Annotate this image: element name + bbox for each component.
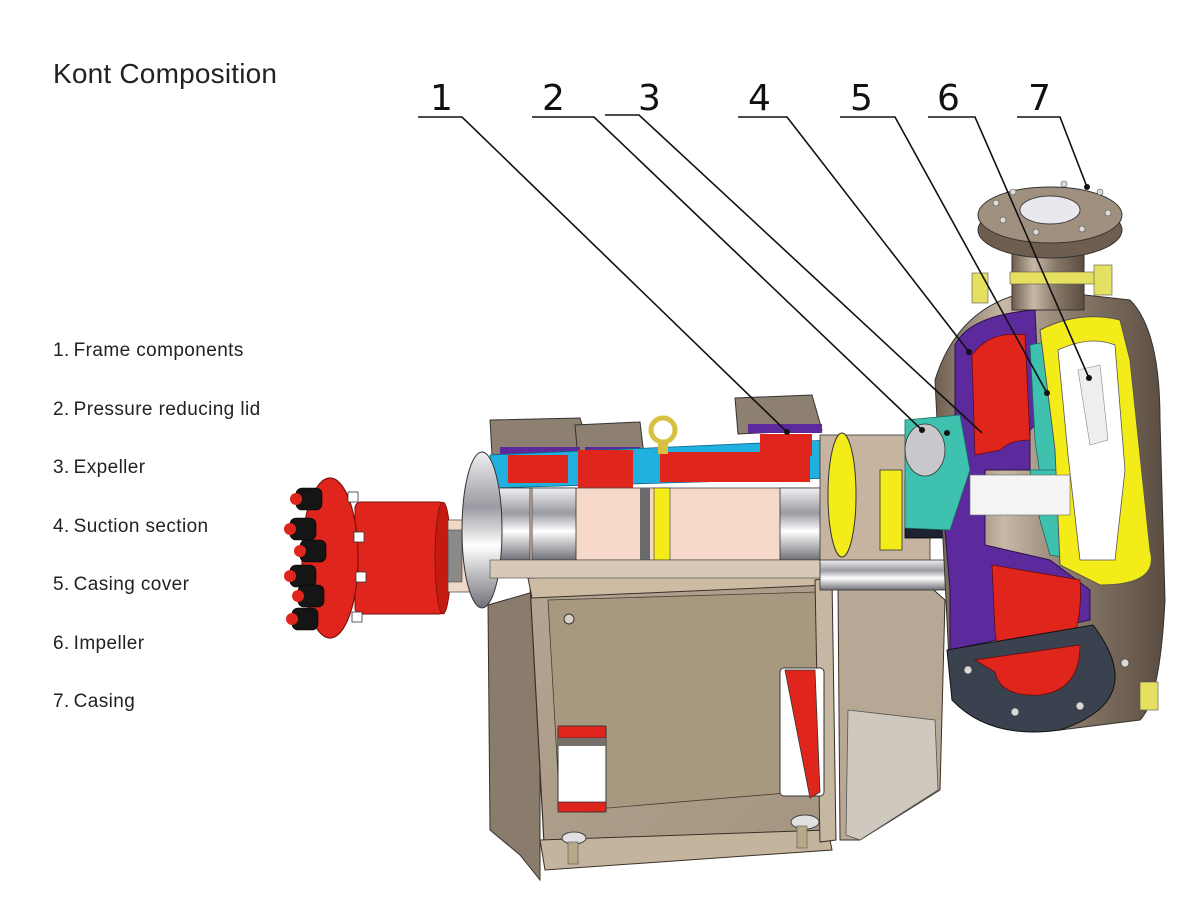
callout-numbers: 1 2 3 4 5 6 7 (430, 78, 1051, 119)
callout-number-7: 7 (1028, 78, 1051, 119)
legend-number: 7. (53, 691, 70, 712)
callout-leaders (418, 114, 1090, 434)
legend-item-impeller: 6.Impeller (53, 631, 261, 690)
legend-item-suction-section: 4.Suction section (53, 514, 261, 573)
legend-label: Frame components (73, 340, 244, 361)
drive-coupling (284, 477, 487, 639)
leader-line-5 (840, 116, 1048, 394)
bearing-housing (461, 394, 836, 609)
leader-line-7 (1017, 116, 1088, 188)
leader-dots (784, 184, 1092, 436)
legend-label: Expeller (73, 457, 146, 478)
callout-number-4: 4 (748, 78, 771, 119)
callout-number-1: 1 (430, 78, 453, 119)
legend-number: 3. (53, 457, 70, 478)
impeller (969, 316, 1152, 586)
legend-item-pressure-reducing-lid: 2.Pressure reducing lid (53, 397, 261, 456)
callout-number-3: 3 (638, 78, 661, 119)
legend-number: 4. (53, 515, 70, 537)
legend-label: Pressure reducing lid (73, 398, 261, 420)
legend-item-casing-cover: 5.Casing cover (53, 572, 261, 631)
leader-line-4 (738, 116, 970, 353)
legend-label: Casing cover (73, 574, 190, 595)
casing-cover (939, 309, 1130, 733)
legend-item-frame-components: 1.Frame components (53, 338, 261, 397)
callout-number-6: 6 (937, 78, 960, 119)
legend-item-casing: 7.Casing (53, 689, 261, 748)
legend-item-expeller: 3.Expeller (53, 455, 261, 514)
parts-legend: 1.Frame components 2.Pressure reducing l… (53, 338, 261, 748)
diagram-title: Kont Composition (53, 58, 278, 89)
callout-number-2: 2 (542, 78, 565, 119)
leader-line-1 (418, 116, 788, 433)
leader-dot-1 (784, 429, 790, 435)
legend-label: Casing (73, 691, 136, 712)
legend-label: Suction section (73, 515, 209, 537)
legend-number: 1. (53, 340, 70, 361)
legend-label: Impeller (73, 632, 145, 654)
legend-number: 2. (53, 398, 70, 420)
leader-line-2 (532, 116, 923, 431)
leader-dot-7 (1084, 184, 1090, 190)
callout-number-5: 5 (850, 78, 873, 119)
leader-line-3 (605, 114, 983, 434)
leader-dot-4 (966, 349, 972, 355)
leader-dot-2 (919, 427, 925, 433)
leader-line-6 (928, 116, 1090, 379)
leader-dot-3 (944, 430, 950, 436)
leader-dot-5 (1044, 390, 1050, 396)
leader-dot-6 (1086, 375, 1092, 381)
legend-number: 6. (53, 632, 70, 654)
frame-base (487, 559, 946, 882)
legend-number: 5. (53, 574, 70, 595)
